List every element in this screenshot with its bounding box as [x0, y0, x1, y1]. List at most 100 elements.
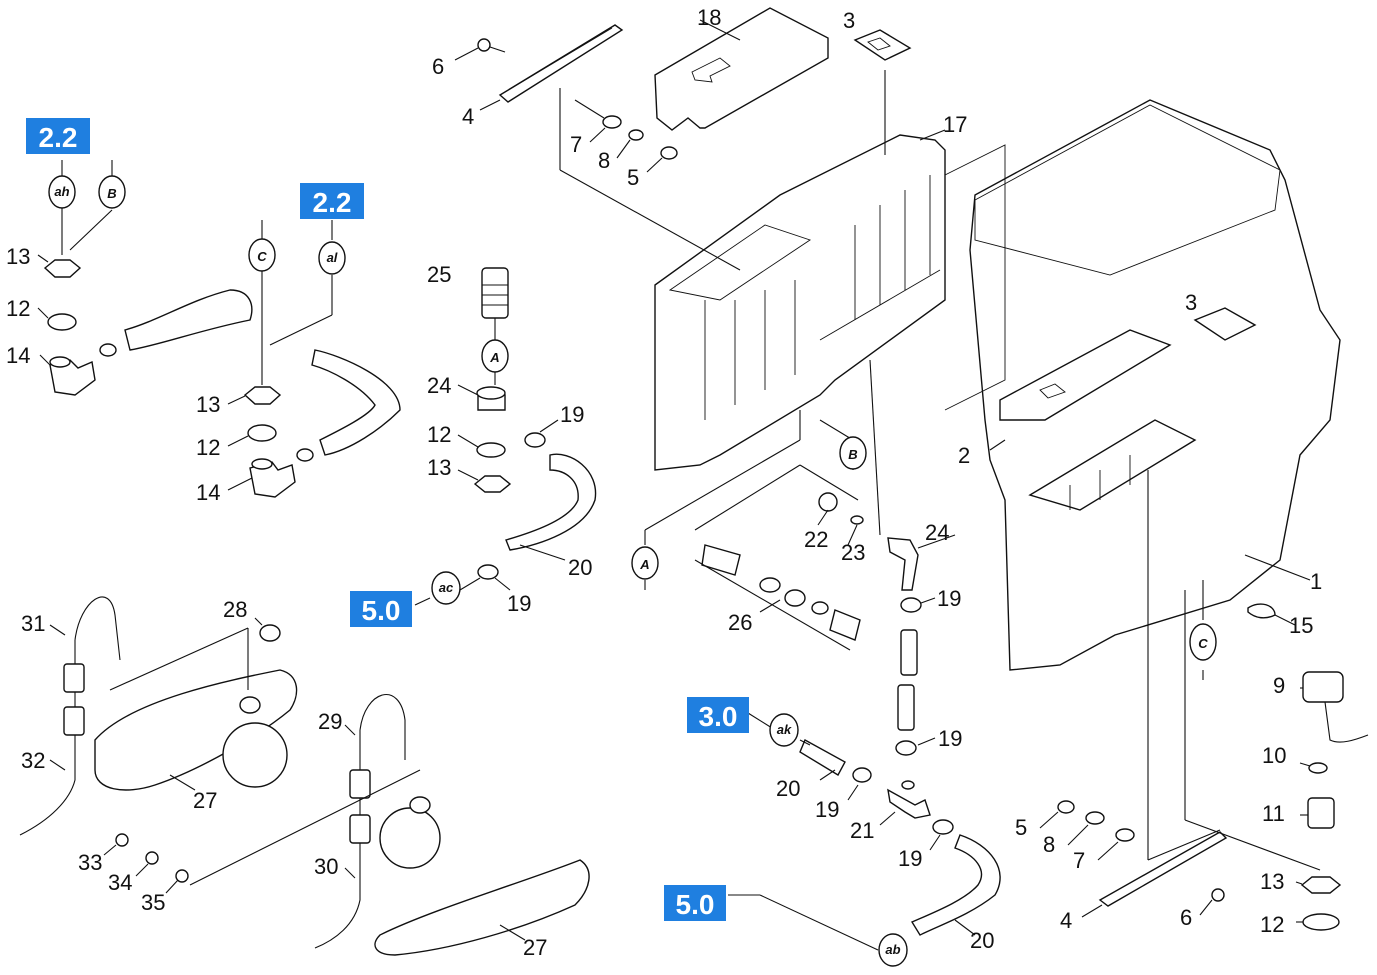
part-number: 31	[21, 611, 45, 636]
part-number: 13	[196, 392, 220, 417]
tee-21	[887, 788, 931, 819]
part-number: 24	[925, 520, 949, 545]
part-number: 21	[850, 818, 874, 843]
connector-al: al	[318, 241, 346, 275]
svg-text:2.2: 2.2	[39, 122, 78, 153]
part-number: 5	[627, 165, 639, 190]
svg-text:ak: ak	[777, 722, 792, 737]
part-number: 19	[937, 586, 961, 611]
sensor-9	[1302, 671, 1344, 703]
part-number: 32	[21, 748, 45, 773]
part-number: 19	[898, 846, 922, 871]
svg-text:B: B	[107, 186, 116, 201]
svg-text:2.2: 2.2	[313, 187, 352, 218]
part-number: 7	[1073, 848, 1085, 873]
washer-12-d	[1302, 913, 1340, 931]
part-number: 35	[141, 890, 165, 915]
part-number: 8	[1043, 832, 1055, 857]
connector-ak: ak	[769, 713, 799, 747]
part-number: 19	[938, 726, 962, 751]
part-number: 34	[108, 870, 132, 895]
rail-4-bottom	[1098, 831, 1228, 907]
svg-text:C: C	[257, 249, 267, 264]
connector-B-right: B	[839, 436, 867, 470]
ref-box-2-2-right: 2.2	[300, 183, 364, 219]
hose-20-short	[799, 739, 846, 776]
part-number: 6	[432, 54, 444, 79]
filter-25	[481, 267, 509, 319]
part-number: 19	[560, 402, 584, 427]
tank-1	[969, 99, 1341, 671]
part-number: 27	[193, 788, 217, 813]
reference-boxes: 2.2 2.2 5.0 3.0 5.0	[26, 118, 749, 921]
ref-box-2-2-left: 2.2	[26, 118, 90, 154]
svg-text:A: A	[489, 350, 499, 365]
part-number: 28	[223, 597, 247, 622]
part-number: 20	[776, 776, 800, 801]
part-number: 4	[1060, 908, 1072, 933]
clamp-28	[259, 624, 281, 642]
label-plate-3-top	[853, 29, 912, 61]
hose-left-upper	[124, 289, 253, 351]
part-number: 15	[1289, 613, 1313, 638]
connector-A-right: A	[631, 546, 659, 580]
washer-7-top	[602, 115, 622, 129]
clip-15	[1247, 603, 1276, 619]
drawing	[19, 7, 1369, 956]
hose-20-long	[910, 834, 1001, 936]
part-number: 20	[568, 555, 592, 580]
elbow-14-bottom	[249, 461, 296, 498]
part-numbers: 18 3 6 4 7 8 5 17 13 12 14 13 12 14 25 2…	[6, 5, 1322, 960]
nut-13-d	[1300, 876, 1342, 894]
ref-box-5-0-bottom: 5.0	[664, 885, 726, 921]
svg-text:ac: ac	[439, 580, 454, 595]
washer-8-top	[628, 129, 644, 141]
connector-ab: ab	[878, 933, 908, 967]
ref-box-3-0: 3.0	[687, 697, 749, 733]
part-number: 8	[598, 148, 610, 173]
part-number: 19	[815, 797, 839, 822]
part-number: 3	[843, 8, 855, 33]
leader-lines	[37, 19, 1321, 951]
connector-ac: ac	[431, 571, 461, 605]
washer-12-a	[47, 313, 77, 331]
adapter-11	[1307, 797, 1335, 829]
part-number: 14	[6, 343, 30, 368]
part-number: 3	[1185, 290, 1197, 315]
svg-text:ab: ab	[885, 942, 900, 957]
screw-6-top	[477, 38, 491, 52]
part-number: 12	[1260, 912, 1284, 937]
part-number: 17	[943, 112, 967, 137]
svg-text:C: C	[1198, 636, 1208, 651]
part-number: 12	[427, 422, 451, 447]
part-number: 4	[462, 104, 474, 129]
part-number: 12	[6, 296, 30, 321]
pump-27-right	[374, 859, 590, 956]
svg-text:A: A	[639, 557, 649, 572]
part-number: 19	[507, 591, 531, 616]
connector-C-left: C	[248, 238, 276, 272]
fitting-22	[818, 492, 838, 512]
part-number: 27	[523, 935, 547, 960]
part-number: 13	[1260, 869, 1284, 894]
svg-text:B: B	[848, 447, 857, 462]
part-number: 14	[196, 480, 220, 505]
part-number: 22	[804, 527, 828, 552]
ref-box-5-0-mid: 5.0	[350, 591, 412, 627]
tank-housing-17	[654, 134, 946, 471]
part-number: 2	[958, 443, 970, 468]
hose-20-mid	[505, 453, 597, 551]
oring-10	[1308, 762, 1328, 774]
part-number: 25	[427, 262, 451, 287]
elbow-14-top	[49, 359, 96, 396]
connector-ah: ah	[48, 175, 76, 209]
part-number: 33	[78, 850, 102, 875]
part-number: 7	[570, 132, 582, 157]
svg-text:ah: ah	[54, 184, 69, 199]
svg-text:al: al	[327, 250, 338, 265]
part-number: 11	[1262, 801, 1285, 826]
connector-A-mid: A	[481, 339, 509, 373]
svg-text:3.0: 3.0	[699, 701, 738, 732]
hose-left-lower	[311, 349, 401, 456]
